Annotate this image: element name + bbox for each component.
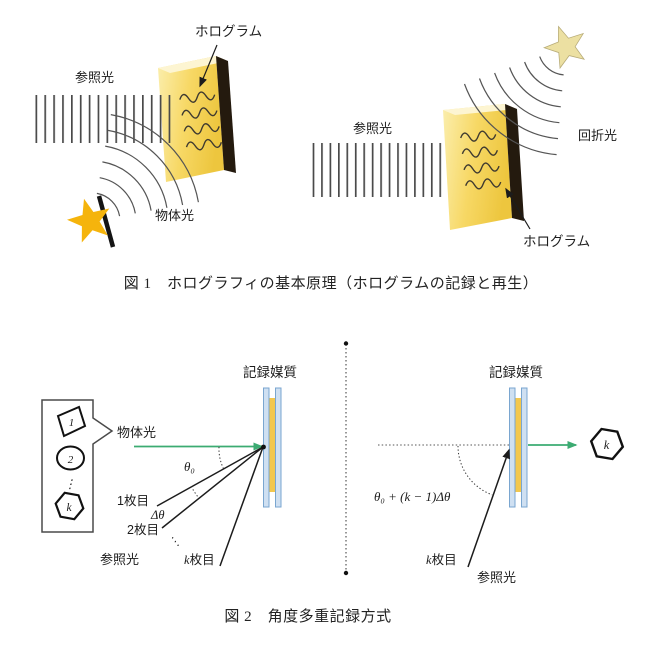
readout-angle-arc [457,445,493,496]
hologram-pointer-arrow [505,187,531,230]
interference-fringes [460,130,502,190]
output-pagek-symbol [589,427,625,461]
hologram-plate [443,104,524,230]
hologram-label: ホログラム [523,234,590,249]
page1-symbol [56,405,87,438]
delta-theta-label: Δθ [150,508,164,522]
panel-divider [343,341,349,576]
medium-label: 記録媒質 [489,364,543,380]
pagek-letter: k [66,502,72,514]
readout-angle-label: θ₀ + (k − 1)Δθ [374,489,451,504]
plane-wavefronts [30,95,174,143]
figure2-readout-panel: 記録媒質 k θ₀ + (k − 1)Δθ k枚目 参照光 [374,364,625,585]
pagek-symbol [54,491,85,521]
glass-plate [509,387,516,508]
reference-beam-arrow [467,448,510,568]
reference-beams [156,446,264,567]
plane-wavefronts [310,143,447,197]
object-light-label: 物体光 [117,425,156,440]
object-light-label: 物体光 [155,208,194,223]
sheetk-label: k枚目 [184,552,215,567]
medium-label: 記録媒質 [243,364,297,380]
diffracted-wavefront-arcs [463,56,564,156]
figure2-caption: 図 2 角度多重記録方式 [224,608,391,625]
diffracted-light-label: 回折光 [578,128,617,143]
medium-core [269,398,276,492]
recording-medium [263,387,282,508]
figure1-caption: 図 1 ホログラフィの基本原理（ホログラムの記録と再生） [124,275,539,292]
glass-plate [521,387,528,508]
figure2-recording-panel: 1 2 ⋮ k 記録媒質 物体光 θ₀ 1枚目 Δθ 2枚目 ⋱ 参 [41,364,297,567]
object-wavefront-arcs [96,114,199,217]
glass-plate [275,387,282,508]
output-pagek-letter: k [604,438,610,452]
reference-light-label: 参照光 [477,570,516,585]
star-shadow-edge [96,195,116,248]
interference-fringes [179,91,223,151]
callout-ellipsis: ⋮ [64,477,76,491]
figure1-recording-panel: ホログラム 参照光 物体光 [30,24,262,248]
page2-number: 2 [68,454,74,466]
sheetk-label: k枚目 [426,552,457,567]
theta0-label: θ₀ [184,459,195,474]
figure1-reconstruction-panel: 参照光 回折光 ホログラム [310,23,617,249]
page1-number: 1 [69,417,75,429]
hologram-pointer-arrow [199,44,218,88]
recording-medium [509,387,528,508]
reference-light-label: 参照光 [353,121,392,136]
theta0-arc [218,446,224,469]
sheet1-label: 1枚目 [117,493,149,508]
reference-light-label: 参照光 [75,70,114,85]
page2-symbol [56,445,85,471]
hologram-label: ホログラム [195,24,262,39]
between-dots: ⋱ [169,536,180,548]
beam-convergence-point [261,444,266,450]
sheet2-label: 2枚目 [127,522,159,537]
reference-light-label: 参照光 [100,552,139,567]
medium-core [515,398,522,492]
delta-theta-arc [190,486,200,499]
